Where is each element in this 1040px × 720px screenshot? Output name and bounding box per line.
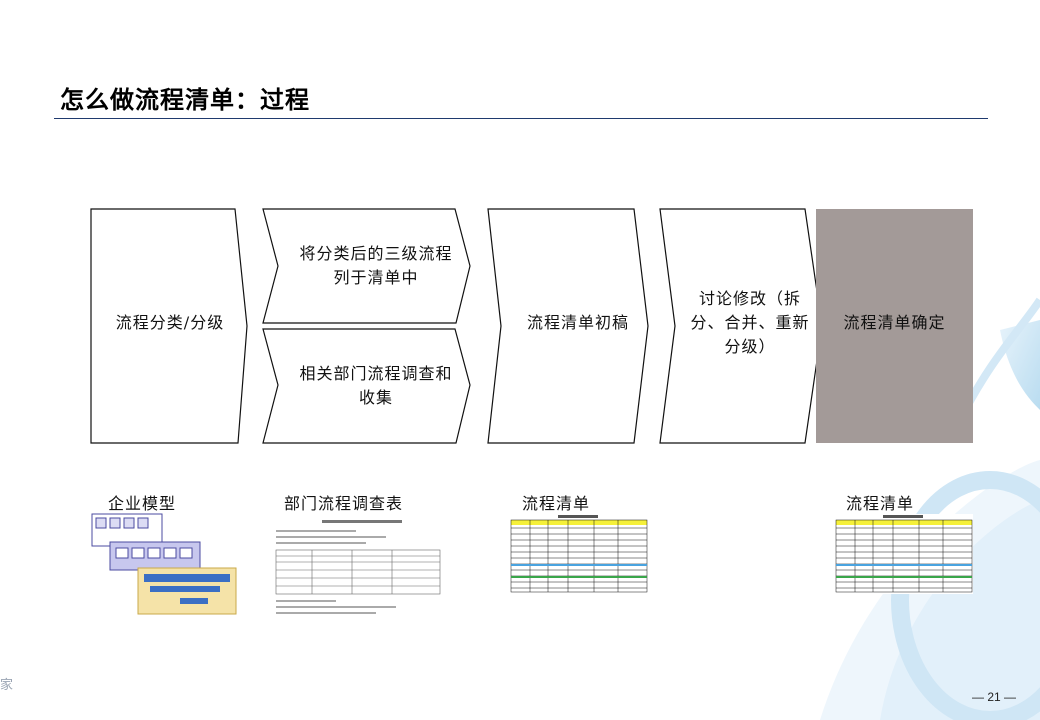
dept-survey-form-thumbnail xyxy=(272,516,446,618)
step-classify-shape xyxy=(90,208,248,444)
process-list-thumbnail-1 xyxy=(510,514,648,594)
step-discuss-label: 讨论修改（拆分、合并、重新分级） xyxy=(690,289,810,356)
caption-dept-survey-form: 部门流程调查表 xyxy=(284,494,404,513)
step-list-level3-shape xyxy=(262,208,471,324)
step-discuss-shape xyxy=(659,208,823,444)
step-survey-label: 相关部门流程调查和收集 xyxy=(299,364,453,407)
step-confirm-label: 流程清单确定 xyxy=(843,313,946,332)
step-list-level3-label: 将分类后的三级流程列于清单中 xyxy=(299,244,453,287)
enterprise-model-thumbnail xyxy=(91,513,237,615)
step-classify-label: 流程分类/分级 xyxy=(115,313,225,332)
side-watermark-char: 家 xyxy=(0,678,14,693)
title-divider xyxy=(54,118,988,119)
step-draft-shape xyxy=(487,208,649,444)
caption-process-list-2: 流程清单 xyxy=(846,494,915,513)
step-survey-shape xyxy=(262,328,471,444)
step-confirm-shape xyxy=(816,209,973,443)
page-number: — 21 — xyxy=(971,690,1016,704)
step-draft-label: 流程清单初稿 xyxy=(526,313,629,332)
process-list-thumbnail-2 xyxy=(835,514,973,594)
page-title: 怎么做流程清单：过程 xyxy=(60,86,310,114)
caption-process-list-1: 流程清单 xyxy=(522,494,591,513)
caption-enterprise-model: 企业模型 xyxy=(108,494,177,513)
